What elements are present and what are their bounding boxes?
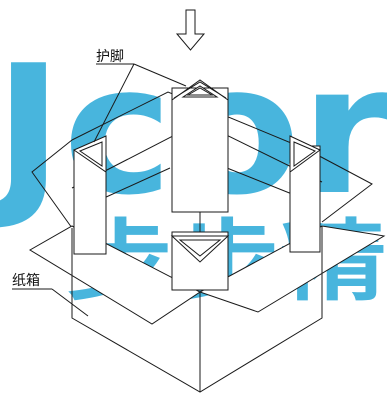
corner-guards bbox=[72, 79, 321, 291]
carton-label: 纸箱 bbox=[12, 273, 40, 289]
corner-guard-left bbox=[72, 135, 107, 255]
corner-guard-lower-center bbox=[170, 231, 230, 291]
annotations: 护脚 纸箱 bbox=[12, 49, 187, 317]
corner-guard-right bbox=[289, 135, 321, 253]
corner-guard-leader-right bbox=[133, 63, 187, 87]
carton-leader bbox=[51, 288, 89, 317]
down-arrow-icon bbox=[175, 9, 206, 51]
corner-guard-label: 护脚 bbox=[96, 49, 124, 65]
corner-guard-leader-left bbox=[93, 63, 135, 143]
corner-guard-top-center bbox=[171, 79, 229, 213]
